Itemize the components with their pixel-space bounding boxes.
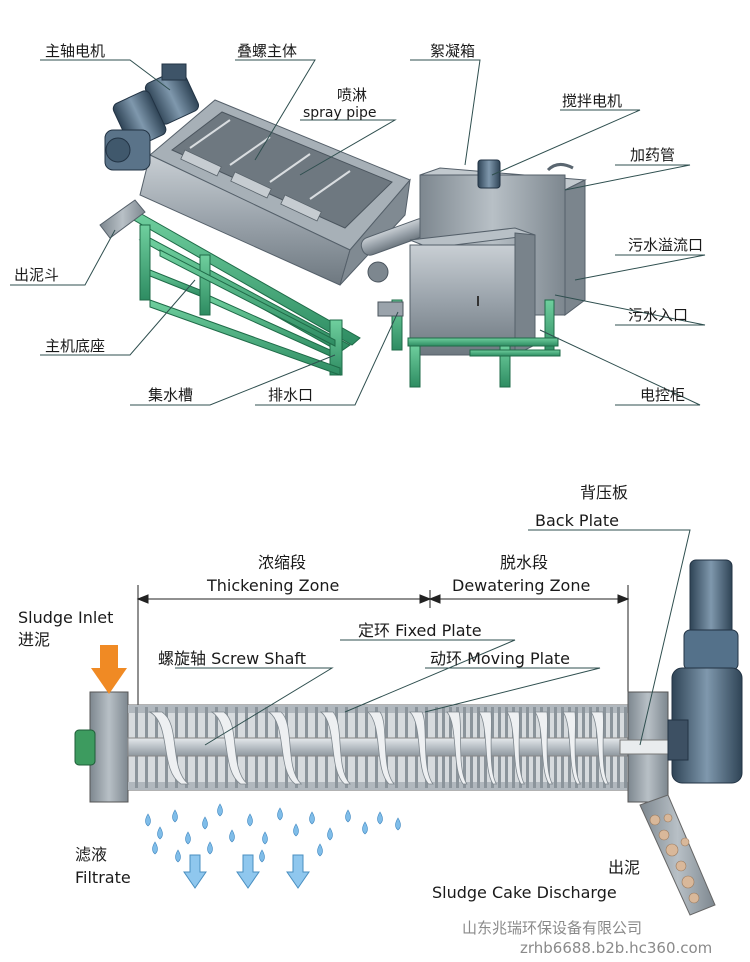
filtrate-drop (185, 831, 191, 845)
filtrate-drop (217, 803, 223, 817)
label-screw-shaft: 螺旋轴 Screw Shaft (158, 649, 306, 668)
flight-blade (319, 711, 352, 785)
label-spray-en: spray pipe (303, 105, 377, 121)
filtrate-drop (395, 817, 401, 831)
filtrate-drop (309, 811, 315, 825)
filtrate-drop (202, 816, 208, 830)
filtrate-drop (175, 849, 181, 863)
flight-blade (590, 711, 610, 785)
flight-blade (366, 711, 395, 785)
filtrate-drop (145, 813, 151, 827)
filtrate-drop (152, 841, 158, 855)
label-drain-outlet: 排水口 (268, 386, 313, 404)
tank-support-frame (407, 299, 561, 388)
screw-barrel (74, 691, 669, 803)
filtrate-drop (377, 811, 383, 825)
label-dewatering-en: Dewatering Zone (452, 576, 590, 595)
filtrate-drop (262, 831, 268, 845)
label-fixed-plate: 定环 Fixed Plate (358, 621, 482, 640)
filtrate-drop (362, 821, 368, 835)
label-mixer-motor: 搅拌电机 (562, 92, 622, 110)
top-leader-lines (10, 59, 706, 406)
screw-body-housing (139, 99, 411, 286)
sludge-cake-chute (639, 794, 716, 916)
flight-blade (562, 711, 582, 785)
filtrate-drop (229, 829, 235, 843)
filtrate-drop (277, 807, 283, 821)
watermark-url: zrhb6688.b2b.hc360.com (520, 939, 712, 957)
flight-blade (446, 711, 468, 785)
cross-section-view: 背压板 Back Plate 浓缩段 Thickening Zone 脱水段 D… (18, 483, 743, 916)
label-filtrate-en: Filtrate (75, 868, 131, 887)
label-sludge-inlet-en: Sludge Inlet (18, 608, 113, 627)
flight-blade (506, 711, 526, 785)
control-cabinet (409, 227, 536, 356)
label-filtrate-cn: 滤液 (75, 845, 107, 864)
label-back-plate-en: Back Plate (535, 511, 619, 530)
filtrate-drop (207, 841, 213, 855)
filtrate-drop (247, 813, 253, 827)
filtrate-drop (157, 826, 163, 840)
sludge-hopper (99, 199, 146, 239)
label-main-base: 主机底座 (45, 337, 105, 355)
filtrate-drops (145, 803, 401, 863)
label-water-tank: 集水槽 (148, 386, 193, 404)
flight-blade (409, 711, 434, 785)
filtrate-arrows (183, 854, 310, 889)
label-sludge-inlet-cn: 进泥 (18, 630, 50, 649)
flight-blade (148, 711, 190, 785)
label-thickening-cn: 浓缩段 (258, 553, 306, 572)
label-thickening-en: Thickening Zone (206, 576, 339, 595)
connecting-pipe (360, 218, 430, 317)
label-dosing-pipe: 加药管 (630, 146, 675, 164)
label-main-motor: 主轴电机 (45, 42, 105, 60)
filtrate-drop (259, 849, 265, 863)
label-sewage-inlet: 污水入口 (628, 306, 688, 324)
watermark-company: 山东兆瑞环保设备有限公司 (462, 919, 642, 937)
label-moving-plate: 动环 Moving Plate (430, 649, 570, 668)
label-control-cabinet: 电控柜 (640, 386, 685, 404)
filtrate-drop (327, 827, 333, 841)
label-dewatering-cn: 脱水段 (500, 553, 548, 572)
label-back-plate-cn: 背压板 (580, 483, 628, 502)
zone-dimension-line (136, 585, 630, 720)
machine-3d-view: 主轴电机 叠螺主体 喷淋 spray pipe 絮凝箱 搅拌电机 加药管 出泥斗… (10, 42, 706, 406)
filtrate-drop (345, 809, 351, 823)
main-base-frame (123, 211, 403, 376)
label-discharge-en: Sludge Cake Discharge (432, 883, 617, 902)
bottom-leader-lines (175, 529, 691, 746)
main-shaft-motor (104, 63, 200, 171)
label-discharge-cn: 出泥 (608, 858, 640, 877)
flight-blade (478, 711, 498, 785)
label-flocculation-tank: 絮凝箱 (430, 42, 475, 60)
label-overflow-outlet: 污水溢流口 (628, 236, 703, 254)
screw-flights (148, 711, 610, 785)
filtrate-drop (172, 809, 178, 823)
drive-gear-motor (667, 559, 743, 784)
filtrate-drop (317, 843, 323, 857)
label-spray-cn: 喷淋 (337, 86, 367, 104)
flight-blade (267, 711, 303, 785)
label-sludge-hopper: 出泥斗 (14, 266, 59, 284)
filtrate-drop (293, 823, 299, 837)
label-screw-body: 叠螺主体 (237, 42, 297, 60)
sludge-inlet-arrow (91, 645, 127, 694)
flight-blade (534, 711, 554, 785)
